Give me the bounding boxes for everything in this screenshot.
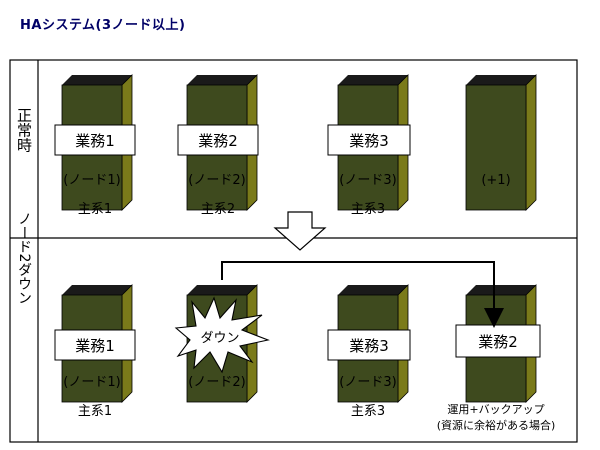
failure-role-label-1: 主系1 (78, 404, 112, 419)
row-label-failure: ノード2ダウン (16, 212, 32, 305)
explosion-icon (174, 296, 270, 374)
down-label: ダウン (200, 331, 239, 346)
failure-task-label-1: 業務1 (75, 337, 115, 355)
failure-node-label-1: (ノード1) (63, 375, 120, 390)
node-label-2: (ノード2) (188, 173, 245, 188)
task-box-3 (327, 124, 411, 156)
task-label-2: 業務2 (198, 132, 238, 150)
role-label-2: 主系2 (201, 202, 235, 217)
transition-arrow-icon (273, 211, 327, 251)
node-label-spare: (+1) (481, 173, 510, 188)
task-label-1: 業務1 (75, 132, 115, 150)
outer-frame (9, 59, 578, 443)
failure-task-box-3 (327, 329, 411, 361)
row-label-normal: 正常時 (15, 108, 33, 153)
failure-task-label-3: 業務3 (349, 337, 389, 355)
diagram-title: HAシステム(3ノード以上) (20, 18, 186, 33)
failure-task-label-spare: 業務2 (478, 333, 518, 351)
task-label-3: 業務3 (349, 132, 389, 150)
task-box-2 (177, 124, 259, 156)
node-label-1: (ノード1) (63, 173, 120, 188)
failure-task-box-1 (54, 329, 136, 361)
role-label-3: 主系3 (351, 202, 385, 217)
task-box-1 (54, 124, 136, 156)
node-label-3: (ノード3) (339, 173, 396, 188)
backup-caption-line1: 運用+バックアップ (447, 403, 544, 416)
backup-caption-line2: (資源に余裕がある場合) (437, 418, 556, 432)
failover-arrow (221, 261, 504, 328)
server-node-spare (465, 74, 537, 211)
failure-role-label-3: 主系3 (351, 404, 385, 419)
failure-node-label-2: (ノード2) (188, 375, 245, 390)
role-label-1: 主系1 (78, 202, 112, 217)
failure-node-label-3: (ノード3) (339, 375, 396, 390)
